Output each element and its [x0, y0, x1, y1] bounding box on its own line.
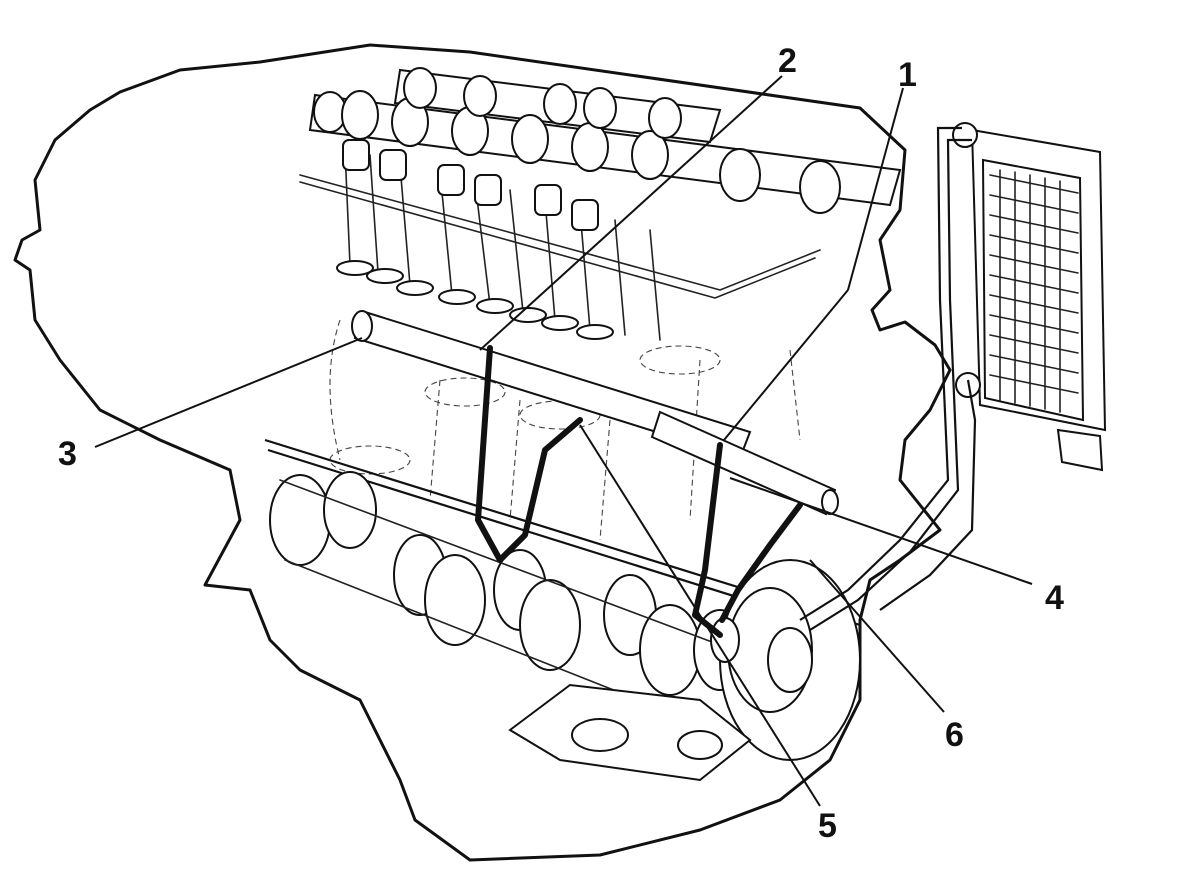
callout-3: 3 — [58, 435, 77, 473]
camshaft-assembly — [308, 67, 902, 214]
oil-delivery-lines — [475, 345, 803, 638]
callout-5: 5 — [818, 807, 837, 845]
oil-cooler-lines — [799, 126, 977, 631]
crankshaft-pulley — [710, 559, 861, 761]
callout-4: 4 — [1045, 579, 1064, 617]
main-oil-gallery — [351, 310, 839, 516]
oil-pickup — [508, 683, 752, 782]
callout-2: 2 — [778, 42, 797, 80]
callout-1: 1 — [898, 56, 917, 94]
callout-leaders — [94, 75, 1033, 807]
oil-cooler — [952, 122, 1107, 472]
callout-6: 6 — [945, 716, 964, 754]
valve-train — [299, 139, 821, 341]
engine-block-outline — [13, 43, 952, 862]
